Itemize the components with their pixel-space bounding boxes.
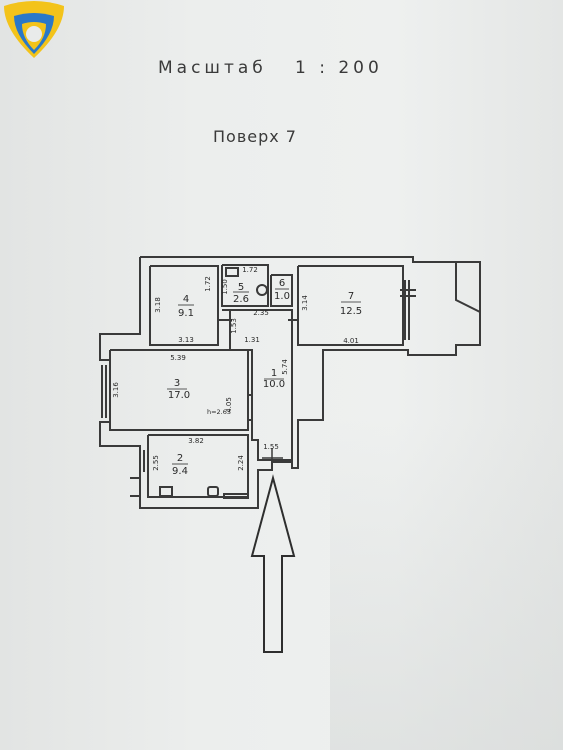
room-2-number: 2	[177, 453, 183, 464]
agency-logo-icon	[4, 1, 64, 58]
room-3-area: 17.0	[168, 390, 190, 401]
dimension-label: 3.82	[188, 437, 204, 445]
room-5-area: 2.6	[233, 294, 249, 305]
outer-wall	[99, 256, 481, 509]
dimension-label: 1.72	[242, 266, 258, 274]
room-4-wall	[149, 265, 219, 346]
room-3-number: 3	[174, 378, 180, 389]
dimension-label: 3.16	[112, 382, 120, 398]
room-4-number: 4	[183, 294, 189, 305]
dimension-label: 1.72	[204, 276, 212, 292]
dimension-label: 5.39	[170, 354, 186, 362]
scale-title: Масштаб 1 : 200	[158, 58, 383, 78]
corridor-wall	[222, 309, 293, 461]
dimension-label: 2.55	[152, 455, 160, 471]
dimension-label: 2.35	[253, 309, 269, 317]
room-3-wall	[109, 349, 249, 431]
room-5-wall	[221, 264, 269, 307]
room-7-number: 7	[348, 291, 354, 302]
dimension-label: 1.31	[244, 336, 260, 344]
room-6-number: 6	[279, 278, 285, 289]
room-2-area: 9.4	[172, 466, 188, 477]
dimension-label: 3.18	[154, 297, 162, 313]
room-6-wall	[270, 274, 293, 307]
paper-shadow	[330, 420, 563, 750]
dimension-label: 5.74	[281, 359, 289, 375]
entrance-arrow-icon	[250, 474, 296, 653]
floor-label: Поверх 7	[213, 127, 297, 146]
room-4-area: 9.1	[178, 308, 194, 319]
dimension-label: 3.13	[178, 336, 194, 344]
room-5-number: 5	[238, 282, 244, 293]
room-1-area: 10.0	[263, 379, 285, 390]
dimension-label: 1.55	[263, 443, 279, 451]
room-1-number: 1	[271, 368, 277, 379]
dimension-label: 4.05	[225, 397, 233, 413]
dimension-label: 4.01	[343, 337, 359, 345]
room-7-wall	[297, 265, 404, 346]
dimension-label: 1.53	[230, 318, 238, 334]
dimension-label: 3.14	[301, 295, 309, 311]
ceiling-height-label: h=2.63	[207, 408, 231, 416]
dimension-label: 1.50	[221, 279, 229, 295]
dimension-label: 2.24	[237, 455, 245, 471]
room-6-area: 1.0	[274, 291, 290, 302]
room-7-area: 12.5	[340, 306, 362, 317]
